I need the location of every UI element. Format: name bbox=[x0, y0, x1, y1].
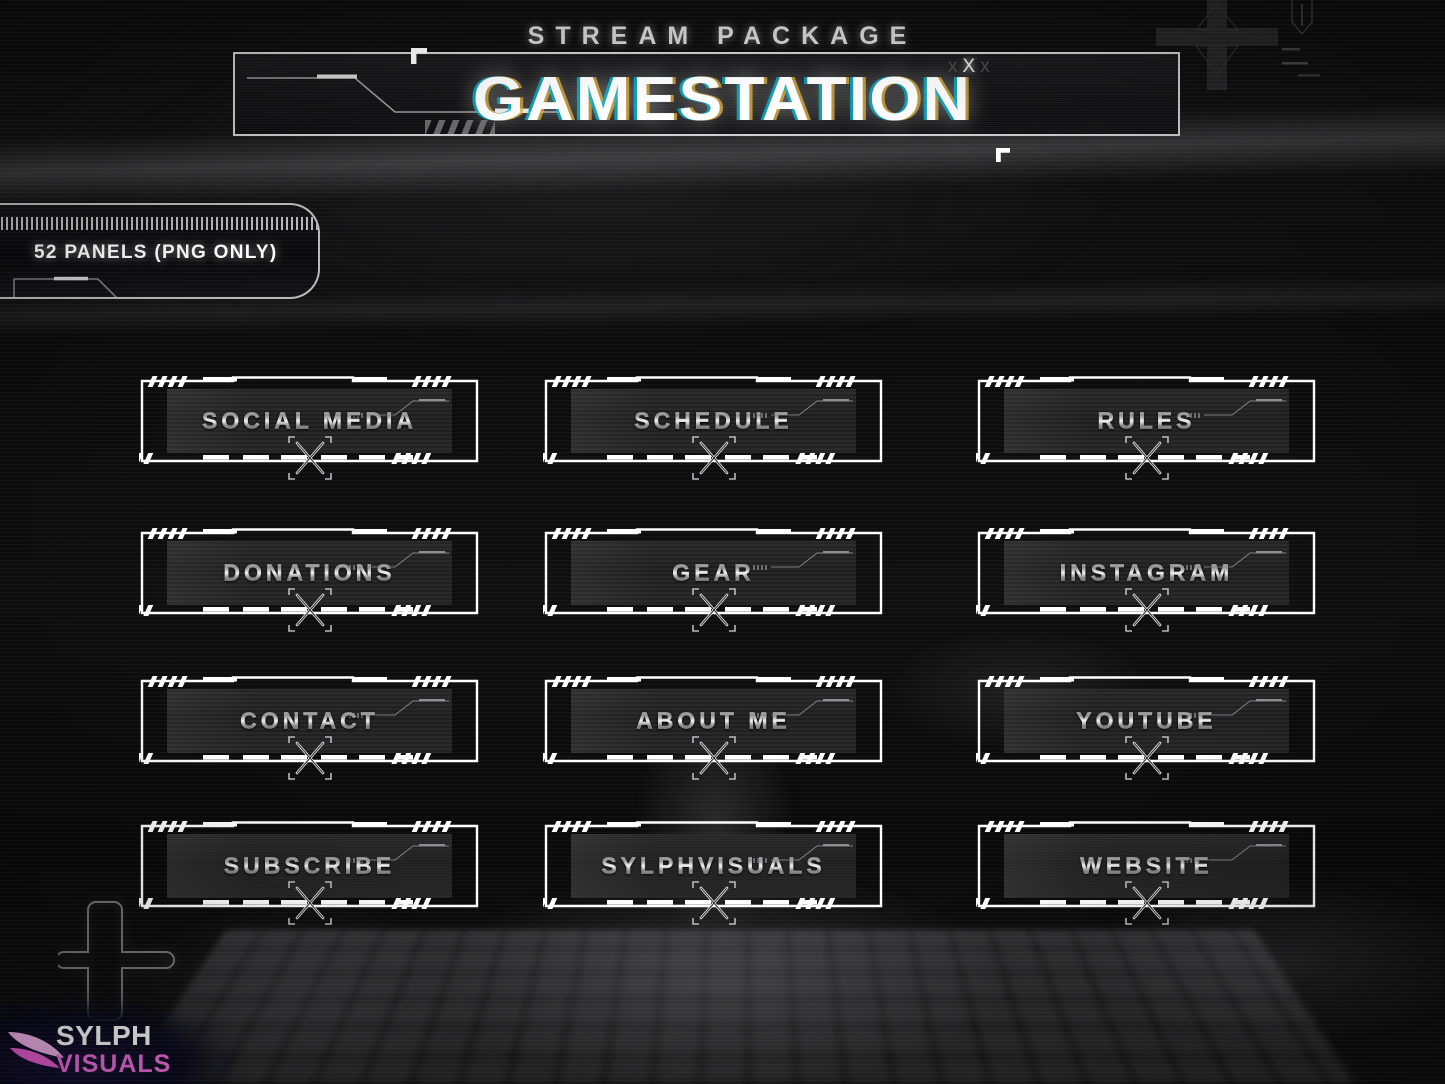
panel-label: INSTAGRAM bbox=[1004, 559, 1289, 587]
badge-hatch-decoration bbox=[0, 217, 318, 230]
badge-inner-circuit bbox=[12, 275, 312, 297]
plus-cross-decoration-top-right bbox=[1152, 0, 1282, 90]
x-marker-icon bbox=[1118, 880, 1176, 926]
xxx-right: x bbox=[980, 56, 995, 77]
panel-label: ABOUT ME bbox=[571, 707, 856, 735]
badge-label: 52 PANELS (PNG ONLY) bbox=[34, 242, 278, 263]
panel-schedule[interactable]: SCHEDULE bbox=[517, 375, 884, 480]
panel-label: DONATIONS bbox=[167, 559, 452, 587]
xxx-mid: X bbox=[962, 56, 981, 77]
panel-label: RULES bbox=[1004, 407, 1289, 435]
background-keyboard bbox=[125, 929, 1355, 1084]
x-marker-icon bbox=[1118, 587, 1176, 633]
panel-social-media[interactable]: SOCIAL MEDIA bbox=[113, 375, 480, 480]
panel-instagram[interactable]: INSTAGRAM bbox=[950, 527, 1317, 632]
panel-label: CONTACT bbox=[167, 707, 452, 735]
x-marker-icon bbox=[281, 735, 339, 781]
x-marker-icon bbox=[1118, 435, 1176, 481]
watermark-logo: SYLPH VISUALS bbox=[0, 988, 270, 1084]
x-marker-icon bbox=[281, 435, 339, 481]
panel-rules[interactable]: RULES bbox=[950, 375, 1317, 480]
watermark-line2: VISUALS bbox=[56, 1050, 172, 1078]
xxx-left: x bbox=[948, 56, 963, 77]
panel-label: SUBSCRIBE bbox=[167, 852, 452, 880]
panel-label: SOCIAL MEDIA bbox=[167, 407, 452, 435]
panel-label: GEAR bbox=[571, 559, 856, 587]
x-marker-icon bbox=[685, 880, 743, 926]
x-marker-icon bbox=[685, 587, 743, 633]
watermark-text: SYLPH VISUALS bbox=[56, 1022, 171, 1077]
panel-label: YOUTUBE bbox=[1004, 707, 1289, 735]
header-xxx-decoration: xXx bbox=[948, 56, 995, 78]
title-slashes-decoration bbox=[425, 120, 495, 134]
panel-sylphvisuals[interactable]: SYLPHVISUALS bbox=[517, 820, 884, 925]
x-marker-icon bbox=[281, 880, 339, 926]
x-marker-icon bbox=[685, 435, 743, 481]
panel-youtube[interactable]: YOUTUBE bbox=[950, 675, 1317, 780]
panel-gear[interactable]: GEAR bbox=[517, 527, 884, 632]
panel-label: WEBSITE bbox=[1004, 852, 1289, 880]
panel-label: SCHEDULE bbox=[571, 407, 856, 435]
panel-subscribe[interactable]: SUBSCRIBE bbox=[113, 820, 480, 925]
panel-contact[interactable]: CONTACT bbox=[113, 675, 480, 780]
panel-website[interactable]: WEBSITE bbox=[950, 820, 1317, 925]
x-marker-icon bbox=[685, 735, 743, 781]
watermark-line1: SYLPH bbox=[56, 1020, 152, 1051]
panel-label: SYLPHVISUALS bbox=[571, 852, 856, 880]
panel-count-badge: 52 PANELS (PNG ONLY) bbox=[0, 203, 320, 299]
panel-donations[interactable]: DONATIONS bbox=[113, 527, 480, 632]
x-marker-icon bbox=[1118, 735, 1176, 781]
x-marker-icon bbox=[281, 587, 339, 633]
tick-marks-decoration bbox=[1278, 0, 1338, 86]
panel-about-me[interactable]: ABOUT ME bbox=[517, 675, 884, 780]
